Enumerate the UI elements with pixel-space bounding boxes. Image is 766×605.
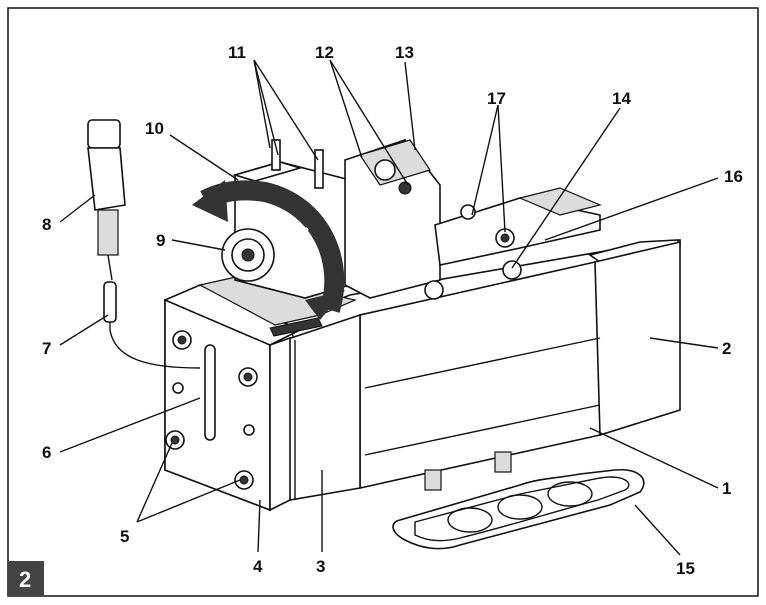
leader-lines xyxy=(59,59,719,556)
callout-17: 17 xyxy=(487,89,506,108)
figure-number: 2 xyxy=(19,567,31,592)
callout-15: 15 xyxy=(676,559,695,578)
callout-4: 4 xyxy=(253,557,263,576)
callout-16: 16 xyxy=(724,167,743,186)
callout-13: 13 xyxy=(395,43,414,62)
callout-14: 14 xyxy=(612,89,631,108)
callout-1: 1 xyxy=(722,479,731,498)
connector-cable xyxy=(87,119,201,369)
callout-11: 11 xyxy=(228,43,246,62)
rotation-angle-label: 180° xyxy=(278,225,309,242)
pilot-block xyxy=(424,187,602,300)
gasket xyxy=(392,469,645,550)
figure-badge: 2 xyxy=(8,561,44,596)
rotation-arrow: 180° xyxy=(192,180,345,320)
callout-8: 8 xyxy=(42,215,51,234)
callout-12: 12 xyxy=(315,43,334,62)
callout-5: 5 xyxy=(120,527,129,546)
solenoid-assembly xyxy=(221,139,441,299)
callout-3: 3 xyxy=(316,557,325,576)
callout-10: 10 xyxy=(145,119,164,138)
callout-7: 7 xyxy=(42,339,51,358)
callout-9: 9 xyxy=(156,231,165,250)
callout-6: 6 xyxy=(42,443,51,462)
callout-labels: 1 2 3 4 5 6 7 8 9 10 11 12 13 14 15 16 1… xyxy=(42,43,743,578)
figure-frame xyxy=(7,7,759,597)
callout-2: 2 xyxy=(722,339,731,358)
